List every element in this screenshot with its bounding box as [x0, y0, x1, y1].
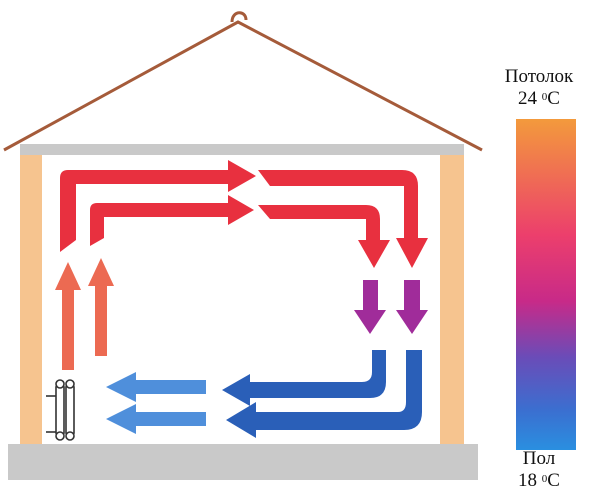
cool-arrow-upper — [106, 372, 206, 402]
left-wall — [20, 155, 42, 444]
cool-arrow-lower — [106, 404, 206, 434]
floor-temperature-label: Пол 18 0С — [489, 448, 589, 492]
rising-arrow-left — [55, 262, 81, 370]
ceiling-slab — [20, 144, 464, 155]
roof-hook — [230, 11, 248, 23]
cold-arrow-outer — [226, 350, 422, 438]
radiator-icon — [46, 379, 75, 441]
cooling-arrow-left — [354, 280, 386, 334]
warm-arrow-outer-left — [60, 160, 256, 252]
warm-arrow-inner-left — [90, 195, 254, 246]
ceiling-temperature-label: Потолок 24 0С — [489, 66, 589, 110]
ceiling-value: 24 0С — [518, 88, 560, 109]
floor-slab — [8, 444, 478, 480]
cold-arrow-inner — [222, 350, 386, 406]
right-wall — [440, 155, 464, 444]
ceiling-name: Потолок — [504, 66, 574, 87]
rising-arrow-right — [88, 258, 114, 356]
floor-name: Пол — [522, 448, 556, 469]
warm-arrow-inner-right — [258, 205, 390, 268]
temperature-scale-bar — [516, 119, 576, 450]
cooling-arrow-right — [396, 280, 428, 334]
roof — [3, 20, 483, 152]
warm-arrow-outer-right — [258, 170, 428, 268]
floor-value: 18 0С — [518, 470, 560, 491]
